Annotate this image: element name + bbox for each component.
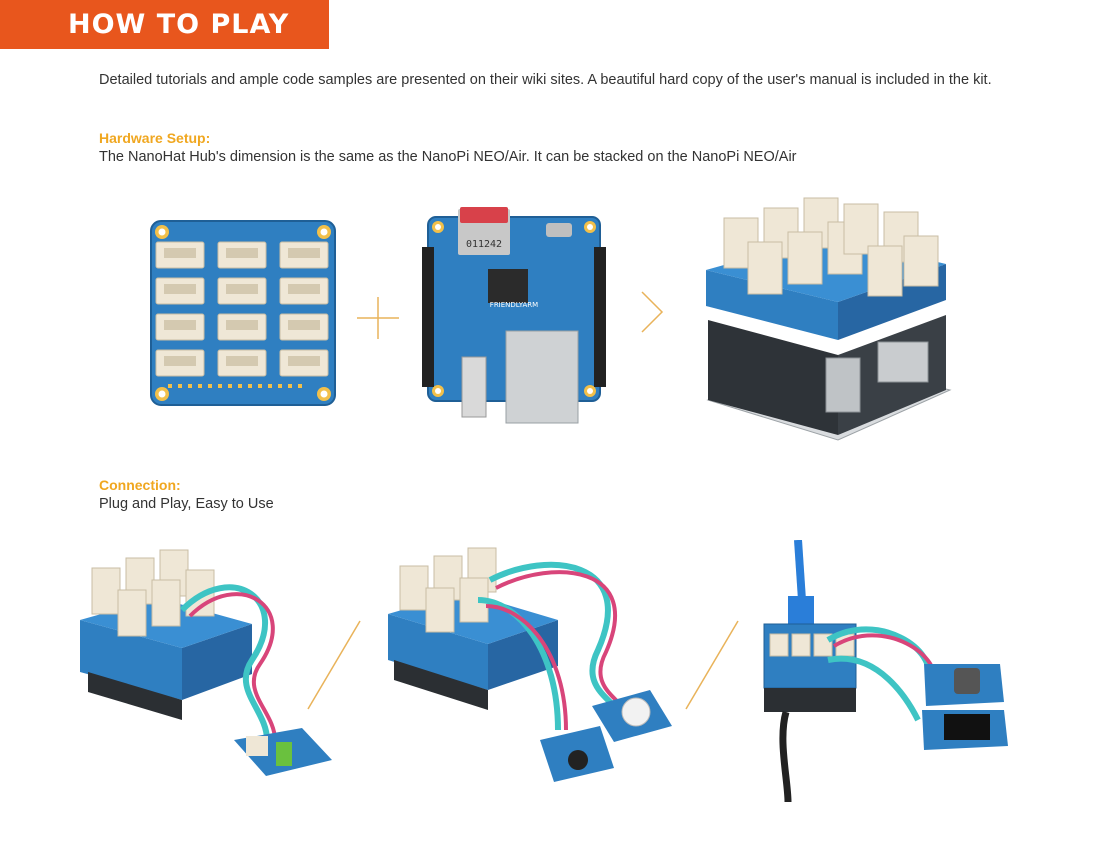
divider-slash-2 — [684, 620, 740, 710]
hub-with-joystick-and-oled-image — [758, 540, 1014, 805]
hub-with-led-module-image — [62, 540, 342, 800]
connection-heading: Connection: — [99, 477, 181, 493]
nanohat-hub-board-image — [148, 218, 338, 408]
stacked-assembly-image — [688, 190, 958, 452]
connection-text: Plug and Play, Easy to Use — [99, 496, 274, 512]
plus-icon — [357, 297, 399, 339]
nanopi-neo-board-image: 011242 FRIENDLYARM — [418, 207, 610, 425]
hub-with-button-and-buzzer-image — [378, 540, 678, 790]
divider-slash-1 — [306, 620, 362, 710]
banner-title: HOW TO PLAY — [68, 9, 290, 40]
arrow-right-icon — [640, 291, 664, 333]
silkscreen-label: FRIENDLYARM — [490, 301, 538, 309]
how-to-play-banner: HOW TO PLAY — [0, 0, 329, 49]
intro-paragraph: Detailed tutorials and ample code sample… — [99, 72, 992, 88]
sd-card-label: 011242 — [466, 239, 502, 250]
hardware-setup-text: The NanoHat Hub's dimension is the same … — [99, 149, 797, 165]
hardware-setup-heading: Hardware Setup: — [99, 130, 211, 146]
